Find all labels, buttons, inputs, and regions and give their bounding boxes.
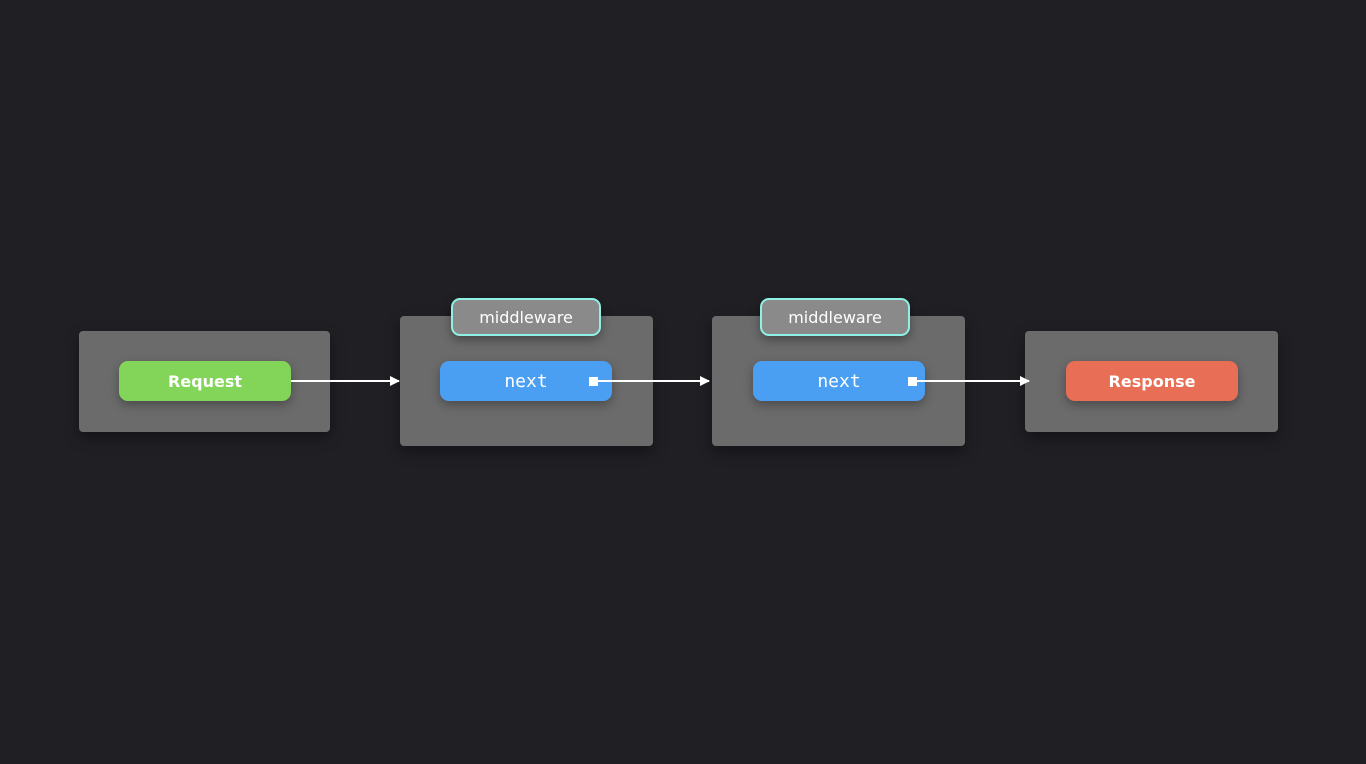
middleware-2-next-button[interactable]: next	[753, 361, 925, 401]
middleware-1-next-button[interactable]: next	[440, 361, 612, 401]
middleware-2-tag: middleware	[760, 298, 910, 336]
middleware-1-output-handle[interactable]	[589, 377, 598, 386]
request-node[interactable]: Request	[119, 361, 291, 401]
middleware-2-output-handle[interactable]	[908, 377, 917, 386]
response-node[interactable]: Response	[1066, 361, 1238, 401]
middleware-1-tag: middleware	[451, 298, 601, 336]
